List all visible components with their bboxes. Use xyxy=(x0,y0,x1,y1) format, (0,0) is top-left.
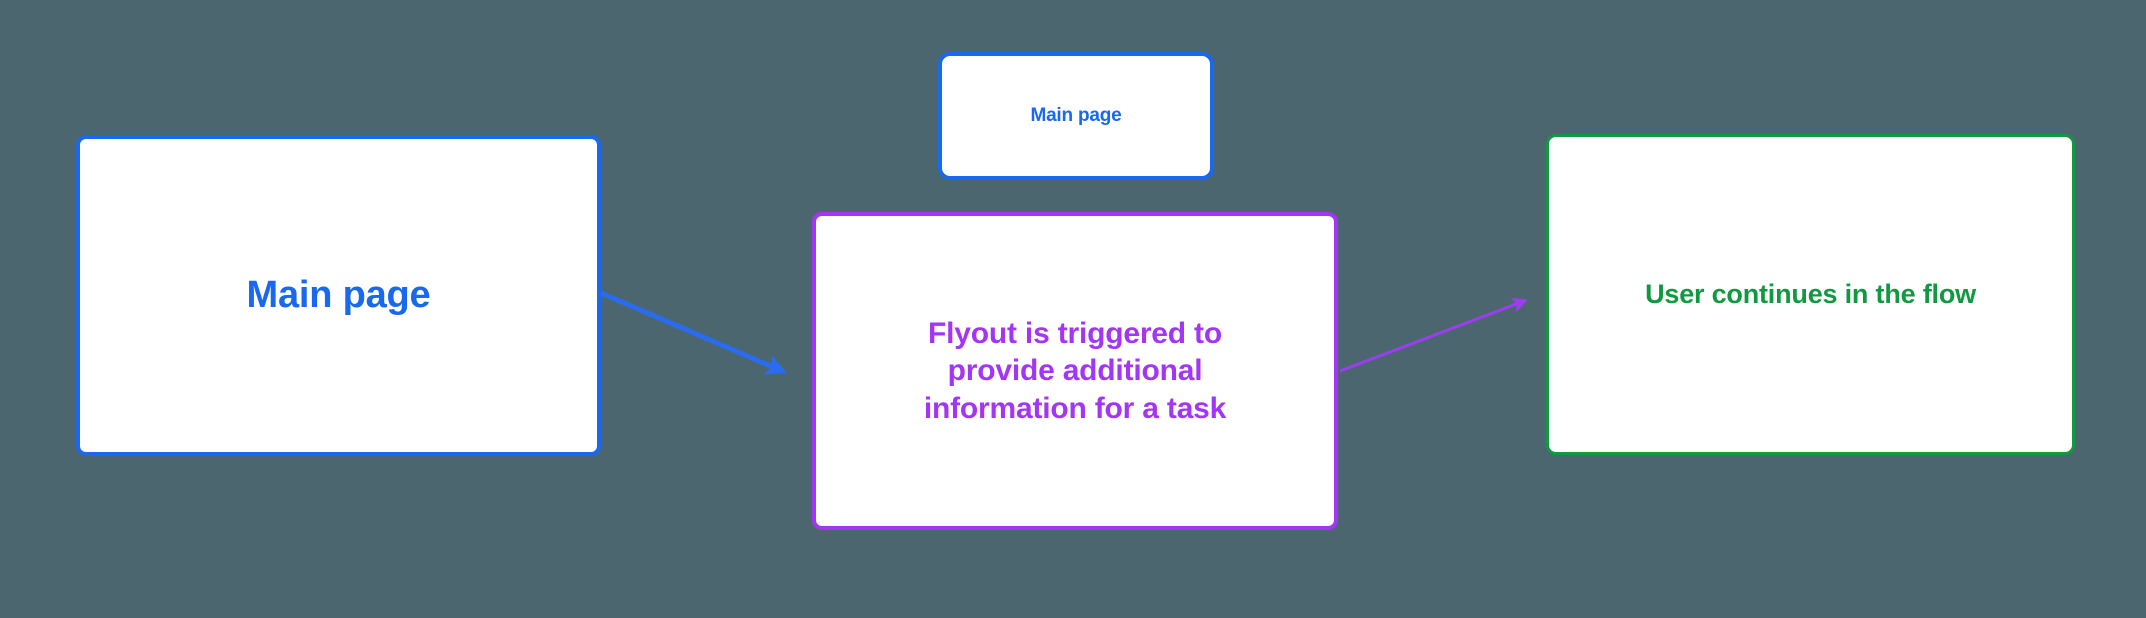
node-main-page-small-label: Main page xyxy=(1030,104,1122,126)
node-main-page[interactable]: Main page xyxy=(76,135,601,456)
node-flyout[interactable]: Flyout is triggered to provide additiona… xyxy=(812,212,1338,530)
node-flyout-label: Flyout is triggered to provide additiona… xyxy=(923,317,1227,425)
node-user-continues[interactable]: User continues in the flow xyxy=(1546,134,2075,455)
node-main-page-small[interactable]: Main page xyxy=(938,52,1214,180)
node-main-page-label: Main page xyxy=(246,274,431,317)
node-user-continues-label: User continues in the flow xyxy=(1645,278,1976,309)
connector-main-page-to-flyout xyxy=(600,290,788,375)
connector-flyout-to-user-continues xyxy=(1339,297,1528,373)
